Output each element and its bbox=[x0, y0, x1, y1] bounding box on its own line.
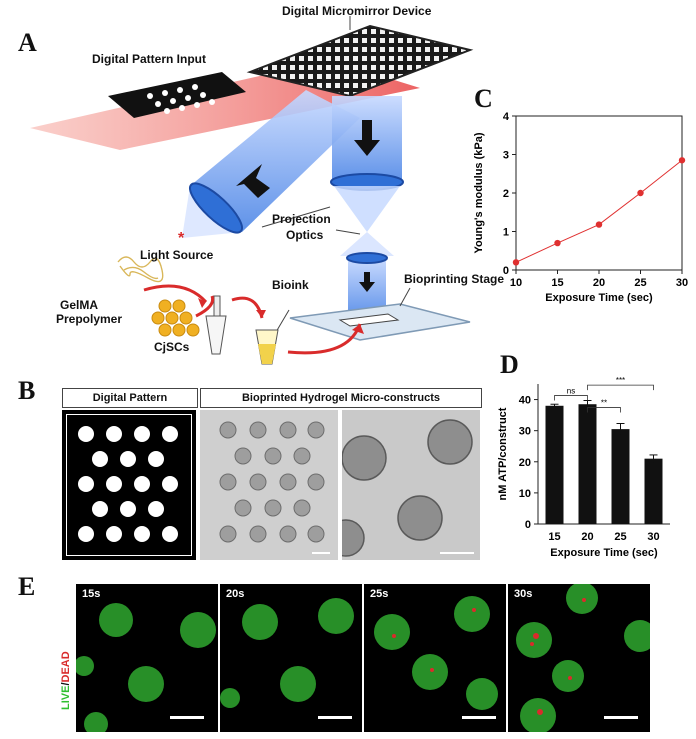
hydrogel-header: Bioprinted Hydrogel Micro-constructs bbox=[200, 388, 482, 408]
cjscs-label: CjSCs bbox=[154, 340, 190, 354]
x-tick-label: 30 bbox=[647, 531, 659, 543]
timepoint-25s-label: 25s bbox=[370, 588, 389, 600]
live-dead-image-20s: 20s bbox=[220, 584, 362, 732]
y-axis-label: Young's modulus (kPa) bbox=[473, 132, 485, 253]
y-tick-label: 1 bbox=[503, 227, 509, 239]
bar bbox=[578, 404, 597, 524]
timepoint-30s-label: 30s bbox=[514, 588, 533, 600]
y-tick-label: 20 bbox=[519, 457, 531, 469]
data-point bbox=[512, 259, 520, 266]
hydrogel-zoom-image bbox=[342, 410, 480, 560]
data-point bbox=[678, 157, 686, 164]
chart-c-frame bbox=[515, 115, 683, 271]
timepoint-20s-label: 20s bbox=[226, 588, 245, 600]
y-tick-label: 2 bbox=[503, 188, 509, 200]
hydrogel-array-image bbox=[200, 410, 338, 560]
digital-pattern-card bbox=[108, 72, 246, 118]
panel-c-letter: C bbox=[474, 84, 493, 113]
bar bbox=[611, 429, 630, 524]
dead-label: DEAD bbox=[60, 651, 72, 683]
y-tick-label: 10 bbox=[519, 488, 531, 500]
significance-bracket bbox=[587, 384, 654, 391]
optics-label: Optics bbox=[286, 228, 324, 242]
y-tick-label: 0 bbox=[503, 265, 509, 277]
live-dead-image-15s: 15s bbox=[76, 584, 218, 732]
x-tick-label: 20 bbox=[581, 531, 593, 543]
x-tick-label: 30 bbox=[676, 277, 688, 289]
live-dead-image-30s: 30s bbox=[508, 584, 650, 732]
bar bbox=[644, 458, 663, 524]
live-dead-image-25s: 25s bbox=[364, 584, 506, 732]
live-dead-axis-label: LIVE/DEAD bbox=[60, 630, 74, 710]
x-tick-label: 10 bbox=[510, 277, 522, 289]
slash-label: / bbox=[60, 682, 72, 686]
lens-diagonal bbox=[189, 182, 243, 234]
y-tick-label: 0 bbox=[525, 519, 531, 531]
y-tick-label: 3 bbox=[503, 150, 509, 162]
pattern-input-label: Digital Pattern Input bbox=[92, 52, 206, 66]
x-tick-label: 25 bbox=[634, 277, 646, 289]
digital-pattern-header: Digital Pattern bbox=[62, 388, 198, 408]
y-tick-label: 4 bbox=[503, 111, 510, 123]
panel-a-letter: A bbox=[18, 28, 37, 57]
panel-d-letter: D bbox=[500, 350, 519, 379]
x-tick-label: 15 bbox=[551, 277, 563, 289]
x-tick-label: 20 bbox=[593, 277, 605, 289]
significance-label: *** bbox=[616, 376, 625, 385]
bioink-label: Bioink bbox=[272, 278, 309, 292]
diagonal-beam bbox=[190, 90, 360, 232]
significance-label: ** bbox=[601, 399, 607, 408]
arrow-up-diagonal bbox=[236, 164, 270, 198]
significance-label: ns bbox=[567, 387, 575, 396]
bioink-tube bbox=[255, 329, 279, 365]
y-tick-label: 30 bbox=[519, 426, 531, 438]
data-point bbox=[637, 189, 644, 197]
bar bbox=[545, 405, 564, 524]
dmd-chip bbox=[246, 24, 474, 98]
light-source-label: Light Source bbox=[140, 248, 214, 262]
arrow-down-lower bbox=[359, 272, 375, 292]
panel-e-letter: E bbox=[18, 572, 36, 601]
projection-label: Projection bbox=[272, 212, 331, 226]
significance-bracket bbox=[587, 407, 621, 413]
x-axis-label: Exposure Time (sec) bbox=[545, 292, 653, 304]
bioprinting-schematic: * bbox=[30, 16, 474, 365]
prepolymer-label: Prepolymer bbox=[56, 312, 123, 326]
timepoint-15s-label: 15s bbox=[82, 588, 101, 600]
focus-cone-upper bbox=[334, 186, 400, 232]
focus-cone-lower bbox=[340, 232, 394, 256]
panel-b-letter: B bbox=[18, 376, 36, 405]
svg-text:*: * bbox=[178, 230, 185, 247]
arrow-down-vertical bbox=[354, 120, 380, 156]
x-axis-label: Exposure Time (sec) bbox=[550, 547, 658, 559]
data-point bbox=[595, 221, 603, 228]
digital-pattern-image bbox=[62, 410, 196, 560]
y-tick-label: 40 bbox=[519, 395, 531, 407]
gelma-prepolymer-glyph bbox=[117, 256, 164, 283]
data-point bbox=[554, 239, 561, 247]
syringe-tube bbox=[205, 295, 227, 355]
lens-lower bbox=[346, 252, 388, 264]
dmd-label: Digital Micromirror Device bbox=[282, 4, 432, 18]
y-axis-label: nM ATP/construct bbox=[497, 407, 509, 500]
x-tick-label: 15 bbox=[548, 531, 560, 543]
bioprinting-stage-label: Bioprinting Stage bbox=[404, 272, 504, 286]
data-line bbox=[515, 159, 683, 263]
cjscs-cells bbox=[151, 299, 200, 337]
live-label: LIVE bbox=[60, 685, 72, 710]
gelma-label: GelMA bbox=[60, 298, 99, 312]
significance-bracket bbox=[554, 395, 588, 401]
x-tick-label: 25 bbox=[614, 531, 626, 543]
